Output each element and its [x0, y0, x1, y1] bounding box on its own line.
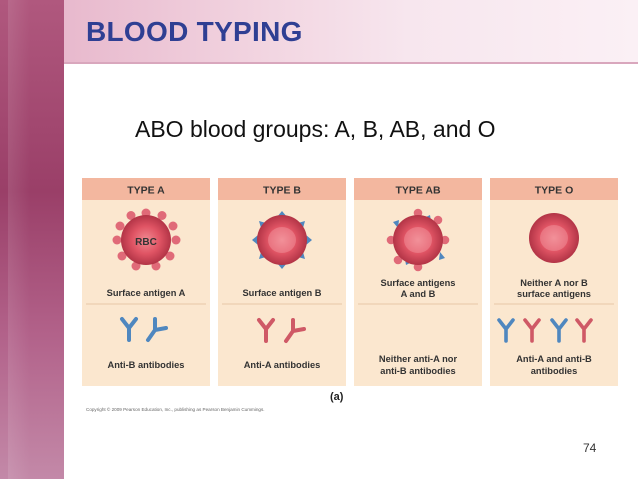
- antigen-description-line1: Surface antigens: [381, 278, 456, 288]
- cell-highlight: [404, 227, 432, 253]
- anti-a-antibody: [284, 318, 306, 343]
- antibody-description-line1: Neither anti-A nor: [379, 354, 458, 364]
- red-blood-cell: [529, 213, 579, 263]
- title-divider: [64, 62, 638, 64]
- abo-blood-groups-figure: TYPE A RBC Surface antigen A Anti-B anti…: [82, 178, 618, 386]
- anti-b-antibody: [120, 317, 138, 342]
- antigen-description-line2: surface antigens: [517, 289, 591, 299]
- antibody-description: Anti-A antibodies: [244, 360, 321, 370]
- panel-type-b: TYPE B Surface antigen B Anti-A antibodi…: [218, 178, 346, 386]
- top-decorative-band: [64, 0, 638, 64]
- slide-title: BLOOD TYPING: [86, 16, 303, 47]
- cell-highlight: [540, 225, 568, 251]
- slide-subtitle: ABO blood groups: A, B, AB, and O: [135, 116, 496, 142]
- anti-b-antibody: [497, 318, 515, 343]
- antibody-description-line1: Anti-A and anti-B: [516, 354, 592, 364]
- anti-a-antibody: [523, 318, 541, 343]
- panel-header-label: TYPE AB: [395, 185, 441, 197]
- panel-type-a: TYPE A RBC Surface antigen A Anti-B anti…: [82, 178, 210, 386]
- panel-header-label: TYPE B: [263, 185, 301, 197]
- panel-body: [490, 178, 618, 386]
- panel-header: [354, 178, 482, 200]
- panel-type-o: TYPE O Neither A nor B surface antigens …: [490, 178, 618, 386]
- antibody-description-line2: anti-B antibodies: [380, 366, 455, 376]
- copyright-notice: Copyright © 2009 Pearson Education, Inc.…: [86, 407, 265, 412]
- anti-a-antibody: [575, 318, 593, 343]
- anti-b-antibody: [550, 318, 568, 343]
- panel-header-label: TYPE O: [535, 185, 574, 197]
- red-blood-cell: [393, 215, 443, 265]
- antigen-description-line1: Neither A nor B: [520, 278, 588, 288]
- panel-header: [218, 178, 346, 200]
- red-blood-cell: [257, 215, 307, 265]
- slide-number: 74: [583, 441, 597, 455]
- antigen-description: Surface antigen A: [107, 288, 186, 298]
- panel-body: [218, 178, 346, 386]
- antibody-description-line2: antibodies: [531, 366, 578, 376]
- panel-header: [82, 178, 210, 200]
- cell-highlight: [268, 227, 296, 253]
- antigen-description: Surface antigen B: [242, 288, 321, 298]
- figure-label: (a): [330, 391, 344, 403]
- antibody-description: Anti-B antibodies: [108, 360, 185, 370]
- panel-header: [490, 178, 618, 200]
- anti-b-antibody: [146, 317, 168, 342]
- panel-header-label: TYPE A: [127, 185, 165, 197]
- left-decorative-band: [0, 0, 64, 479]
- anti-a-antibody: [257, 318, 275, 343]
- panel-type-ab: TYPE AB Surface antigens A and B Neither…: [354, 178, 482, 386]
- rbc-label: RBC: [135, 237, 157, 248]
- antigen-description-line2: A and B: [401, 289, 436, 299]
- red-blood-cell: [121, 215, 171, 265]
